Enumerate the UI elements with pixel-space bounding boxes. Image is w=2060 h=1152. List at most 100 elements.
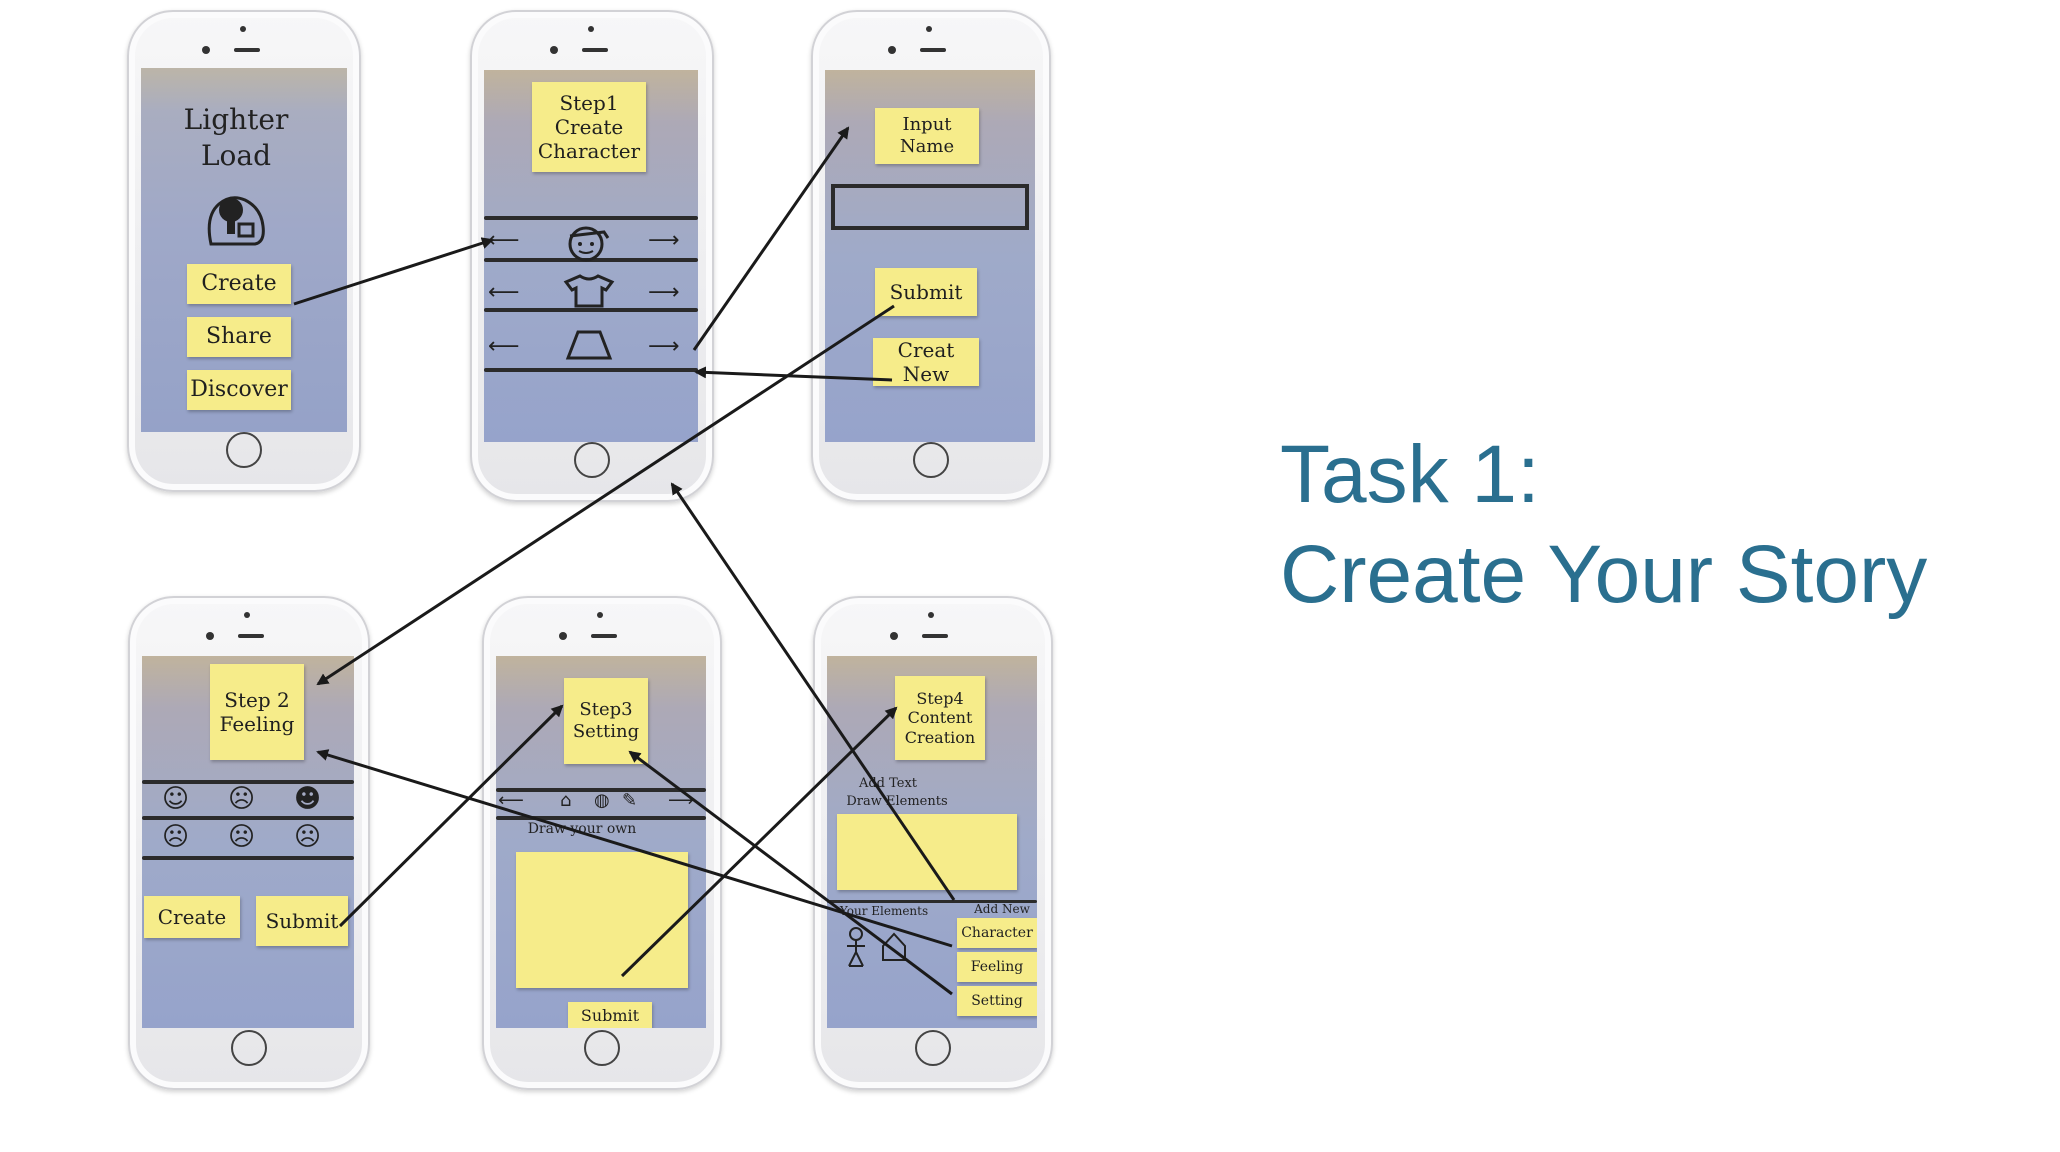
step2-note: Step 2 Feeling xyxy=(210,664,304,760)
girl-element-icon[interactable] xyxy=(841,926,871,968)
title-line-1: Task 1: xyxy=(1280,429,1540,520)
drawing-canvas[interactable] xyxy=(516,852,688,988)
speaker-slot xyxy=(238,634,264,638)
camera-icon xyxy=(559,632,567,640)
phone-step1: Step1 Create Character ⟵ ⟶ ⟵ ⟶ ⟵ ⟶ xyxy=(470,10,714,502)
skirt-icon xyxy=(565,330,613,360)
screen-home: Lighter Load Create Share Discover xyxy=(141,68,347,432)
camera-icon xyxy=(888,46,896,54)
speaker-slot xyxy=(591,634,617,638)
sensor-dot xyxy=(597,612,603,618)
divider-line xyxy=(827,900,1037,903)
arrow-createnew-to-step1 xyxy=(694,366,893,382)
divider-line xyxy=(484,216,698,220)
sensor-dot xyxy=(240,26,246,32)
home-button xyxy=(231,1030,267,1066)
camera-icon xyxy=(202,46,210,54)
speaker-slot xyxy=(234,48,260,52)
house-icon[interactable]: ⌂ xyxy=(560,790,572,811)
camera-icon xyxy=(550,46,558,54)
angry-face-icon[interactable]: ☹ xyxy=(294,822,322,852)
arrow-setting-to-step3 xyxy=(628,750,953,996)
speaker-slot xyxy=(582,48,608,52)
create-button[interactable]: Create xyxy=(187,264,291,304)
arrow-character-to-step1 xyxy=(670,482,956,901)
sad-face-icon[interactable]: ☹ xyxy=(228,784,256,814)
grin-face-icon[interactable]: ☻ xyxy=(294,784,322,814)
pencil-icon[interactable]: ✎ xyxy=(622,790,638,811)
create-button[interactable]: Create xyxy=(144,896,240,938)
screen-input-name: Input Name Submit Creat New xyxy=(825,70,1035,442)
draw-elements-label[interactable]: Draw Elements xyxy=(846,794,948,809)
palette-icon[interactable]: ◍ xyxy=(594,790,610,811)
phone-input-name: Input Name Submit Creat New xyxy=(811,10,1051,502)
step1-note: Step1 Create Character xyxy=(532,82,646,172)
content-canvas[interactable] xyxy=(837,814,1017,890)
divider-line xyxy=(484,368,698,372)
happy-face-icon[interactable]: ☺ xyxy=(162,784,190,814)
divider-line xyxy=(142,780,354,784)
phone-step4: Step4 Content Creation Add Text Draw Ele… xyxy=(813,596,1053,1090)
sensor-dot xyxy=(928,612,934,618)
phone-step3: Step3 Setting ⟵ ⌂ ◍ ✎ ⟶ Draw your own Su… xyxy=(482,596,722,1090)
phone-step2: Step 2 Feeling ☺ ☹ ☻ ☹ ☹ ☹ Create Submit xyxy=(128,596,370,1090)
arrow-step1-to-name xyxy=(692,126,850,351)
screen-step3: Step3 Setting ⟵ ⌂ ◍ ✎ ⟶ Draw your own Su… xyxy=(496,656,706,1028)
arrow-step2submit-to-step3 xyxy=(338,704,564,928)
arrow-step3submit-to-step4 xyxy=(620,706,898,978)
house-element-icon[interactable] xyxy=(881,932,907,962)
divider-line xyxy=(484,308,698,312)
phone-home: Lighter Load Create Share Discover xyxy=(127,10,361,492)
share-button[interactable]: Share xyxy=(187,317,291,357)
input-name-note: Input Name xyxy=(875,108,979,164)
screen-step1: Step1 Create Character ⟵ ⟶ ⟵ ⟶ ⟵ ⟶ xyxy=(484,70,698,442)
right-arrow-icon[interactable]: ⟶ xyxy=(648,334,680,359)
left-arrow-icon[interactable]: ⟵ xyxy=(498,790,524,811)
feeling-button[interactable]: Feeling xyxy=(957,952,1037,982)
sensor-dot xyxy=(244,612,250,618)
left-arrow-icon[interactable]: ⟵ xyxy=(488,280,520,305)
screen-step2: Step 2 Feeling ☺ ☹ ☻ ☹ ☹ ☹ Create Submit xyxy=(142,656,354,1028)
right-arrow-icon[interactable]: ⟶ xyxy=(648,228,680,253)
setting-button[interactable]: Setting xyxy=(957,986,1037,1016)
submit-button[interactable]: Submit xyxy=(568,1002,652,1028)
speaker-slot xyxy=(920,48,946,52)
divider-line xyxy=(142,816,354,820)
shirt-icon xyxy=(563,274,615,308)
step3-note: Step3 Setting xyxy=(564,678,648,764)
home-button xyxy=(574,442,610,478)
sensor-dot xyxy=(926,26,932,32)
home-button xyxy=(915,1030,951,1066)
character-button[interactable]: Character xyxy=(957,918,1037,948)
right-arrow-icon[interactable]: ⟶ xyxy=(648,280,680,305)
slide-title: Task 1: Create Your Story xyxy=(1280,425,1927,625)
your-elements-label: Your Elements xyxy=(839,904,929,918)
arrow-submit-to-step2 xyxy=(316,304,895,686)
name-input-field[interactable] xyxy=(831,184,1029,230)
sensor-dot xyxy=(588,26,594,32)
app-name: Lighter Load xyxy=(183,103,289,173)
cry-face-icon[interactable]: ☹ xyxy=(228,822,256,852)
speaker-slot xyxy=(922,634,948,638)
left-arrow-icon[interactable]: ⟵ xyxy=(488,334,520,359)
divider-line xyxy=(142,856,354,860)
step4-note: Step4 Content Creation xyxy=(895,676,985,760)
home-button xyxy=(226,432,262,468)
home-button xyxy=(913,442,949,478)
upset-face-icon[interactable]: ☹ xyxy=(162,822,190,852)
create-new-button[interactable]: Creat New xyxy=(873,338,979,386)
submit-button[interactable]: Submit xyxy=(256,896,348,946)
title-line-2: Create Your Story xyxy=(1280,529,1928,621)
home-button xyxy=(584,1030,620,1066)
screen-step4: Step4 Content Creation Add Text Draw Ele… xyxy=(827,656,1037,1028)
divider-line xyxy=(496,788,706,792)
camera-icon xyxy=(206,632,214,640)
add-new-label: Add New xyxy=(974,902,1030,916)
face-icon xyxy=(568,226,610,262)
arrow-feeling-to-step2 xyxy=(316,749,953,948)
backpack-icon xyxy=(207,196,265,246)
divider-line xyxy=(496,816,706,820)
camera-icon xyxy=(890,632,898,640)
discover-button[interactable]: Discover xyxy=(187,370,291,410)
